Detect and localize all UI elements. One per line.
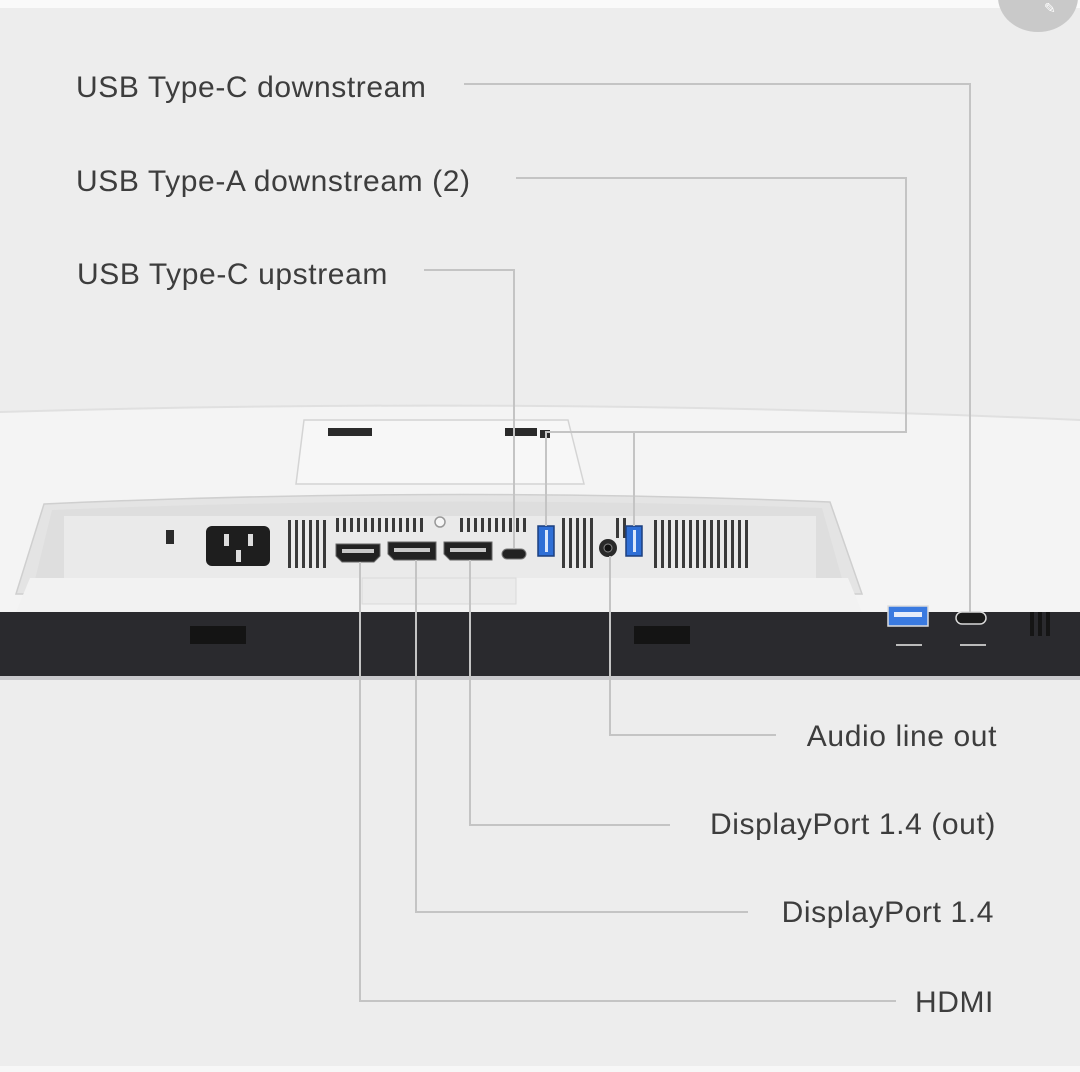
leader-usb-c-upstream	[424, 269, 515, 548]
label-usb-c-downstream: USB Type-C downstream	[76, 71, 427, 104]
usb-c-side-port	[955, 611, 987, 625]
label-usb-a-downstream: USB Type-A downstream (2)	[76, 165, 471, 198]
label-hdmi: HDMI	[914, 986, 994, 1019]
share-icon: ✎	[1044, 0, 1056, 16]
vent-grille-top-b	[460, 518, 526, 532]
leader-usb-c-downstream	[464, 83, 971, 612]
label-usb-c-upstream: USB Type-C upstream	[77, 258, 388, 291]
security-slot	[166, 530, 174, 544]
label-displayport: DisplayPort 1.4	[781, 896, 994, 929]
leader-hdmi	[359, 562, 896, 1002]
top-edge	[0, 0, 1080, 8]
leader-audio	[609, 556, 776, 736]
power-socket	[206, 526, 270, 566]
vent-grille-right	[654, 520, 748, 568]
vent-grille-left	[288, 520, 326, 568]
vent-grille-mid	[562, 518, 626, 568]
leader-usb-a-downstream-2	[633, 431, 906, 526]
label-displayport-out: DisplayPort 1.4 (out)	[709, 808, 996, 841]
label-audio-line-out: Audio line out	[806, 720, 997, 753]
leader-lines	[359, 83, 971, 1002]
usb-c-upstream-port	[501, 548, 527, 560]
vent-grille-top-a	[336, 518, 423, 532]
leader-displayport	[415, 560, 748, 913]
bottom-edge	[0, 1066, 1080, 1072]
leader-displayport-out	[469, 560, 670, 826]
